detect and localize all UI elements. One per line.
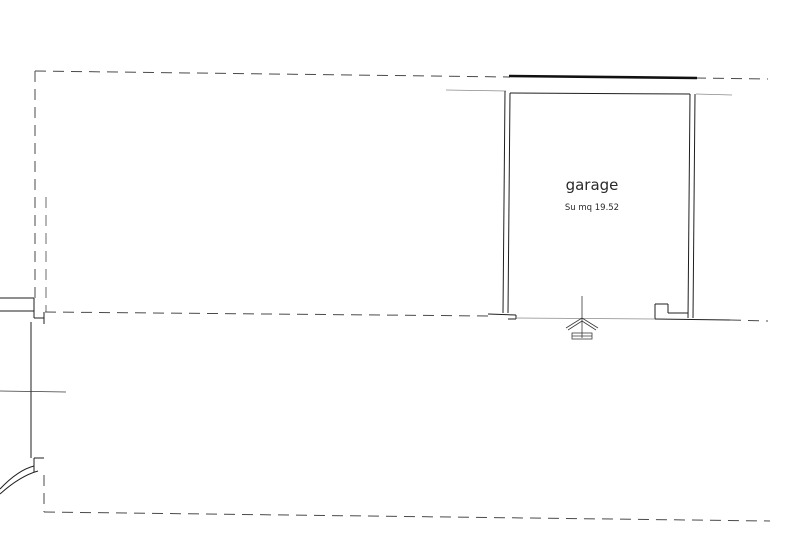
- boundary-middle: [44, 311, 769, 322]
- garage-top-wall: [508, 74, 698, 80]
- boundary-top: [34, 70, 769, 80]
- boundary-bottom: [43, 475, 771, 522]
- left-wall-fragments: [0, 297, 67, 458]
- door-swing: [0, 457, 44, 495]
- garage-room: [445, 74, 733, 321]
- garage-label: garage: [566, 176, 619, 194]
- garage-area-label: Su mq 19.52: [565, 203, 619, 213]
- entrance-arrow-icon: [565, 296, 599, 340]
